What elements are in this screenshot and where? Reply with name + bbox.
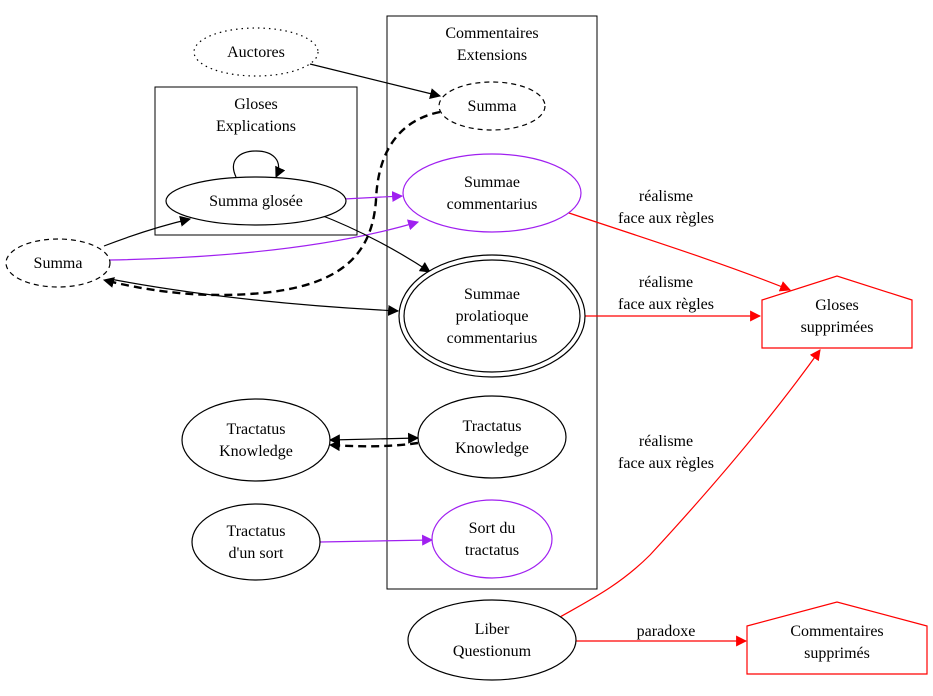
edge-summa-glosee-summae-prolatioque [317,213,431,273]
node-tractatus-knowledge-left[interactable]: Tractatus Knowledge [181,398,331,482]
edge-liber-questionum-gloses-supprimees [559,349,821,618]
edge-label-line: face aux règles [618,455,714,472]
edge-summa-summa-glosee [103,215,192,247]
node-label-line: Questionum [453,643,532,660]
node-label-line: tractatus [465,542,519,559]
edge-summa-summae-commentarius [109,219,420,261]
node-gloses-supprimees[interactable]: Gloses supprimées [761,275,913,349]
node-label-line: prolatioque [456,308,529,325]
node-summae-prolatioque-commentarius[interactable]: Summae prolatioque commentarius [398,254,586,378]
node-label-line: Tractatus [227,523,286,540]
cluster-title-line: Gloses [234,96,278,113]
node-label-line: Summa [468,98,517,115]
node-tractatus-dun-sort[interactable]: Tractatus d'un sort [191,503,321,581]
cluster-title-line: Commentaires [445,25,538,42]
node-sort-du-tractatus[interactable]: Sort du tractatus [431,499,553,579]
node-label-line: Auctores [227,44,285,61]
edge-label-line: réalisme [639,433,693,450]
node-label-line: commentarius [447,330,538,347]
edge-summa-summa-dashed [102,110,441,297]
node-label-line: Gloses [815,297,859,314]
node-label-line: Tractatus [227,421,286,438]
node-label-line: Commentaires [790,623,883,640]
node-label-line: Liber [475,621,510,638]
node-summa-left[interactable]: Summa [5,238,111,288]
edge-label-line: réalisme [639,188,693,205]
node-label-line: commentarius [447,196,538,213]
node-label-line: supprimés [804,645,870,662]
edge-label-realisme-2: réalisme face aux règles [618,274,714,313]
node-tractatus-knowledge-right[interactable]: Tractatus Knowledge [417,395,567,479]
node-liber-questionum[interactable]: Liber Questionum [407,599,577,681]
edge-summa-glosee-summae-commentarius [343,191,404,203]
edge-summae-commentarius-gloses-supprimees [565,211,792,292]
edge-summa-summae-prolatioque [109,278,400,316]
edge-label-line: réalisme [639,274,693,291]
edge-label-paradoxe: paradoxe [637,623,696,640]
node-label-line: supprimées [801,319,874,336]
cluster-title-line: Extensions [457,47,527,64]
cluster-commentaires-extensions: Commentaires Extensions [386,15,598,590]
edge-tractatus-sort-sort-du-tractatus [319,534,434,546]
cluster-title-line: Explications [216,118,296,135]
node-summa-glosee[interactable]: Summa glosée [165,176,347,226]
node-label-line: d'un sort [229,545,284,562]
node-label-line: Knowledge [455,440,529,457]
edges [102,63,821,647]
node-label-line: Summa [34,255,83,272]
edge-label-line: face aux règles [618,296,714,313]
node-label-line: Sort du [469,520,516,537]
edge-tractatus-knowledge-dashed [328,440,419,452]
edge-tractatus-knowledge-bidirectional [328,432,420,446]
node-auctores[interactable]: Auctores [193,27,319,77]
node-label-line: Summa glosée [209,193,303,210]
edge-label-line: face aux règles [618,210,714,227]
edge-label-realisme-1: réalisme face aux règles [618,188,714,227]
edge-summa-glosee-self-loop [232,150,286,178]
node-label-line: Summae [464,174,520,191]
edge-label-line: paradoxe [637,623,696,640]
cluster-gloses-explications: Gloses Explications [154,86,358,236]
node-commentaires-supprimes[interactable]: Commentaires supprimés [746,601,928,675]
node-label-line: Tractatus [463,418,522,435]
node-label-line: Knowledge [219,443,293,460]
node-label-line: Summae [464,286,520,303]
node-summae-commentarius[interactable]: Summae commentarius [402,153,582,233]
edge-auctores-summa [309,63,442,99]
edge-label-realisme-3: réalisme face aux règles [618,433,714,472]
node-summa-right[interactable]: Summa [438,81,546,131]
